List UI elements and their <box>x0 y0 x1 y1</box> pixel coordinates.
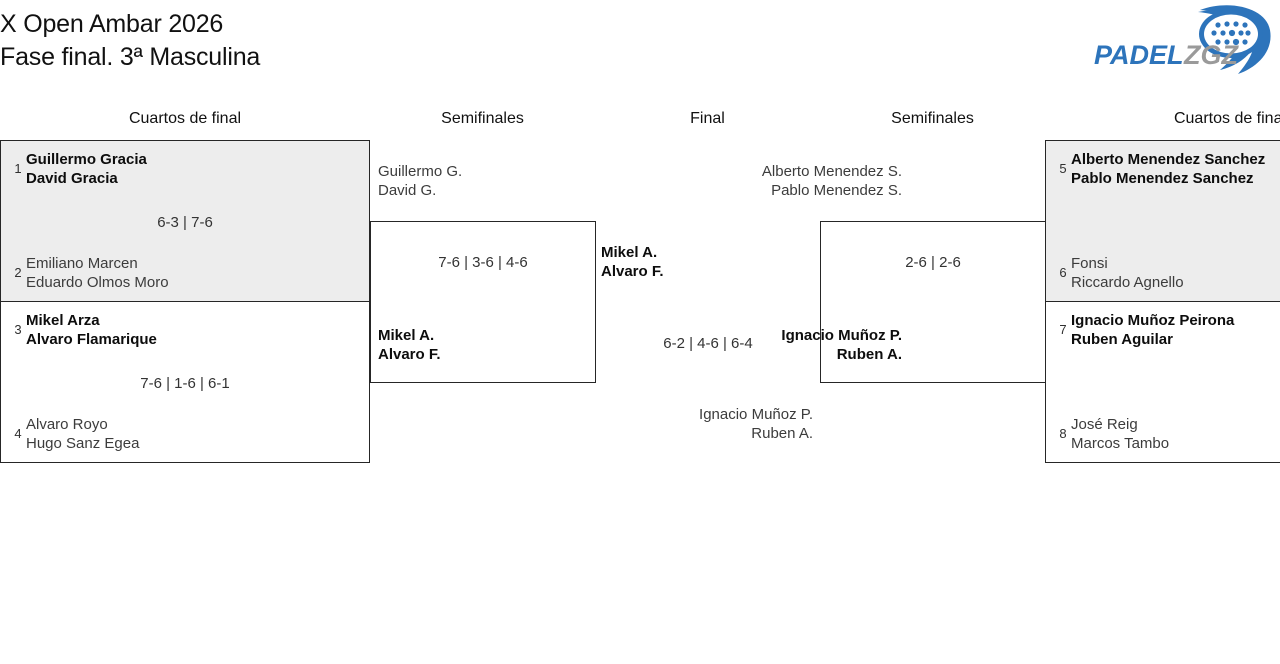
player-name-1: Mikel A. <box>601 244 658 261</box>
column-header-quarterfinals-right: Cuartos de final <box>1173 110 1280 127</box>
player-name-1: Alberto Menendez S. <box>761 163 902 180</box>
player-name-1: Guillermo Gracia <box>26 151 147 168</box>
team-names: Mikel Arza Alvaro Flamarique <box>26 311 157 349</box>
semifinal-right-team-bottom[interactable]: Ignacio Muñoz P. Ruben A. <box>781 326 902 364</box>
match-team-top[interactable]: 3 Mikel Arza Alvaro Flamarique <box>10 311 157 349</box>
semifinal-left-team-top[interactable]: Guillermo G. David G. <box>378 162 462 200</box>
match-box-quarterfinal-3[interactable]: 5 Alberto Menendez Sanchez Pablo Menende… <box>1045 140 1280 302</box>
final-team-bottom[interactable]: Ignacio Muñoz P. Ruben A. <box>699 405 813 443</box>
match-box-semifinal-left[interactable] <box>370 221 596 383</box>
player-name-2: Marcos Tambo <box>1071 435 1170 452</box>
logo-text-padel: PADEL <box>1094 40 1184 70</box>
seed-number: 4 <box>14 426 22 441</box>
seed-number: 3 <box>14 322 22 337</box>
semifinal-left-team-bottom[interactable]: Mikel A. Alvaro F. <box>378 326 441 364</box>
player-name-2: Alvaro Flamarique <box>26 331 157 348</box>
logo-text-zgz: ZGZ <box>1183 40 1239 70</box>
semifinal-right-team-top[interactable]: Alberto Menendez S. Pablo Menendez S. <box>762 162 902 200</box>
player-name-2: Hugo Sanz Egea <box>26 435 140 452</box>
team-names: Alberto Menendez Sanchez Pablo Menendez … <box>1071 150 1265 188</box>
team-names: Alvaro Royo Hugo Sanz Egea <box>26 415 139 453</box>
seed-number: 8 <box>1059 426 1067 441</box>
player-name-2: Riccardo Agnello <box>1071 274 1184 291</box>
player-name-1: Ignacio Muñoz P. <box>781 327 902 344</box>
player-name-2: Alvaro F. <box>601 263 664 280</box>
player-name-2: Ruben A. <box>751 425 813 442</box>
player-name-1: Emiliano Marcen <box>26 255 138 272</box>
column-header-semifinals-right: Semifinales <box>891 110 974 127</box>
seed-number: 6 <box>1059 265 1067 280</box>
player-name-2: Pablo Menendez S. <box>771 182 902 199</box>
player-name-1: Alvaro Royo <box>26 416 108 433</box>
match-team-top[interactable]: 1 Guillermo Gracia David Gracia <box>10 150 147 188</box>
tournament-name: X Open Ambar 2026 <box>0 10 224 38</box>
player-name-1: Mikel Arza <box>26 312 100 329</box>
match-score: 6-3 | 7-6 <box>157 214 213 231</box>
player-name-1: Alberto Menendez Sanchez <box>1071 151 1266 168</box>
tournament-phase: Fase final. 3ª Masculina <box>0 43 261 71</box>
team-names: José Reig Marcos Tambo <box>1071 415 1169 453</box>
match-box-quarterfinal-1[interactable]: 1 Guillermo Gracia David Gracia 6-3 | 7-… <box>0 140 370 302</box>
player-name-1: José Reig <box>1071 416 1138 433</box>
final-score: 6-2 | 4-6 | 6-4 <box>663 335 753 352</box>
seed-number: 7 <box>1059 322 1067 337</box>
semifinal-right-score: 2-6 | 2-6 <box>905 254 961 271</box>
match-box-quarterfinal-4[interactable]: 7 Ignacio Muñoz Peirona Ruben Aguilar 6-… <box>1045 301 1280 463</box>
final-team-top[interactable]: Mikel A. Alvaro F. <box>601 243 664 281</box>
seed-number: 2 <box>14 265 22 280</box>
team-names: Ignacio Muñoz Peirona Ruben Aguilar <box>1071 311 1234 349</box>
column-header-semifinals-left: Semifinales <box>441 110 524 127</box>
match-team-bottom[interactable]: 2 Emiliano Marcen Eduardo Olmos Moro <box>10 254 169 292</box>
page-title: X Open Ambar 2026 Fase final. 3ª Masculi… <box>0 8 260 74</box>
seed-number: 5 <box>1059 161 1067 176</box>
match-team-top[interactable]: 5 Alberto Menendez Sanchez Pablo Menende… <box>1055 150 1265 188</box>
player-name-1: Ignacio Muñoz P. <box>699 406 813 423</box>
match-team-bottom[interactable]: 6 Fonsi Riccardo Agnello <box>1055 254 1184 292</box>
match-team-top[interactable]: 7 Ignacio Muñoz Peirona Ruben Aguilar <box>1055 311 1234 349</box>
padelzgz-logo[interactable]: PADEL ZGZ <box>1088 2 1278 78</box>
player-name-2: Pablo Menendez Sanchez <box>1071 170 1254 187</box>
match-score: 7-6 | 1-6 | 6-1 <box>140 375 230 392</box>
semifinal-left-score: 7-6 | 3-6 | 4-6 <box>438 254 528 271</box>
match-team-bottom[interactable]: 4 Alvaro Royo Hugo Sanz Egea <box>10 415 139 453</box>
team-names: Fonsi Riccardo Agnello <box>1071 254 1184 292</box>
team-names: Emiliano Marcen Eduardo Olmos Moro <box>26 254 169 292</box>
page-header: X Open Ambar 2026 Fase final. 3ª Masculi… <box>0 0 1280 92</box>
player-name-2: Ruben Aguilar <box>1071 331 1173 348</box>
column-header-final: Final <box>690 110 725 127</box>
match-box-quarterfinal-2[interactable]: 3 Mikel Arza Alvaro Flamarique 7-6 | 1-6… <box>0 301 370 463</box>
player-name-1: Fonsi <box>1071 255 1108 272</box>
match-box-semifinal-right[interactable] <box>820 221 1046 383</box>
player-name-2: David G. <box>378 182 437 199</box>
player-name-2: Eduardo Olmos Moro <box>26 274 169 291</box>
player-name-2: David Gracia <box>26 170 118 187</box>
player-name-1: Mikel A. <box>378 327 435 344</box>
team-names: Guillermo Gracia David Gracia <box>26 150 147 188</box>
seed-number: 1 <box>14 161 22 176</box>
player-name-2: Alvaro F. <box>378 346 441 363</box>
player-name-1: Ignacio Muñoz Peirona <box>1071 312 1235 329</box>
player-name-1: Guillermo G. <box>378 163 463 180</box>
column-header-quarterfinals-left: Cuartos de final <box>128 110 242 127</box>
player-name-2: Ruben A. <box>836 346 902 363</box>
match-team-bottom[interactable]: 8 José Reig Marcos Tambo <box>1055 415 1169 453</box>
